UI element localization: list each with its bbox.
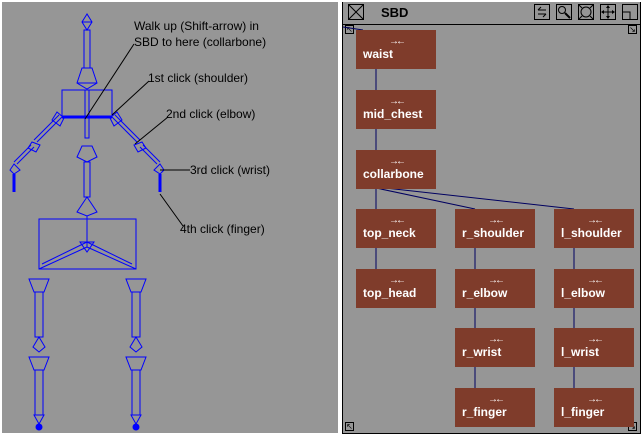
node-l-finger[interactable]: →←l_finger (554, 388, 634, 427)
node-label: r_elbow (462, 286, 508, 300)
leader-line-shoulder (111, 80, 150, 116)
arrows-icon: →← (488, 394, 505, 405)
arrows-icon: →← (488, 275, 505, 286)
arrows-icon: →← (389, 96, 406, 107)
resize-corner-tl[interactable]: ↖ (345, 25, 354, 34)
frame-button[interactable] (578, 4, 594, 20)
arrows-icon: →← (389, 215, 406, 226)
node-l-elbow[interactable]: →←l_elbow (554, 269, 634, 308)
arrows-icon: →← (488, 334, 505, 345)
node-label: l_elbow (561, 286, 606, 300)
maximize-icon (623, 11, 631, 19)
link (375, 187, 476, 210)
node-top-neck[interactable]: →←top_neck (356, 209, 436, 248)
annotation-elbow: 2nd click (elbow) (166, 107, 256, 121)
node-label: r_finger (462, 405, 507, 419)
sbd-titlebar: SBD (343, 2, 640, 25)
swap-icon (537, 6, 547, 18)
node-label: r_wrist (462, 345, 502, 359)
arrows-icon: →← (389, 275, 406, 286)
node-label: l_wrist (561, 345, 600, 359)
node-label: top_neck (363, 226, 416, 240)
link (375, 186, 575, 210)
node-label: r_shoulder (462, 226, 525, 240)
shoulder-joint-right (109, 111, 123, 127)
link (343, 26, 364, 31)
skeleton-wireframe[interactable] (2, 2, 338, 433)
node-label: mid_chest (363, 107, 423, 121)
node-collarbone[interactable]: →←collarbone (356, 150, 436, 189)
pan-icon (601, 5, 615, 19)
node-label: waist (363, 47, 394, 61)
leader-line-elbow (134, 116, 169, 145)
resize-corner-tr[interactable]: ↘ (628, 25, 637, 34)
arrows-icon: →← (587, 394, 604, 405)
chest-box (61, 89, 113, 117)
maximize-button[interactable] (622, 4, 638, 20)
node-l-shoulder[interactable]: →←l_shoulder (554, 209, 634, 248)
swap-button[interactable] (534, 4, 550, 20)
sbd-window: SBD ↖ ↘ ↖ ↘ (342, 2, 641, 434)
3d-viewport[interactable]: Walk up (Shift-arrow) in SBD to here (co… (2, 2, 338, 433)
zoom-icon (558, 6, 571, 19)
node-label: top_head (363, 286, 417, 300)
frame-icon (578, 4, 594, 20)
leader-line-collarbone (84, 43, 135, 120)
arrows-icon: →← (587, 334, 604, 345)
zoom-button[interactable] (556, 4, 572, 20)
annotation-finger: 4th click (finger) (180, 222, 265, 236)
node-mid-chest[interactable]: →←mid_chest (356, 90, 436, 129)
node-label: l_finger (561, 405, 605, 419)
pan-button[interactable] (600, 4, 616, 20)
arrows-icon: →← (389, 36, 406, 47)
arrows-icon: →← (587, 275, 604, 286)
node-label: l_shoulder (561, 226, 622, 240)
node-label: collarbone (363, 167, 424, 181)
node-r-shoulder[interactable]: →←r_shoulder (455, 209, 535, 248)
node-r-elbow[interactable]: →←r_elbow (455, 269, 535, 308)
node-r-finger[interactable]: →←r_finger (455, 388, 535, 427)
node-top-head[interactable]: →←top_head (356, 269, 436, 308)
node-r-wrist[interactable]: →←r_wrist (455, 328, 535, 367)
neck-bone (83, 29, 91, 69)
node-waist[interactable]: →←waist (356, 30, 436, 69)
close-icon (348, 4, 364, 20)
arrows-icon: →← (389, 156, 406, 167)
window-title: SBD (381, 5, 409, 20)
annotation-walk-up: Walk up (Shift-arrow) in (134, 19, 259, 33)
resize-corner-bl[interactable]: ↖ (345, 422, 354, 431)
shoulder-joint-left (51, 111, 65, 127)
annotation-shoulder: 1st click (shoulder) (148, 71, 249, 85)
leader-line-finger (159, 193, 184, 227)
close-button[interactable] (348, 4, 364, 20)
annotation-collarbone: SBD to here (collarbone) (134, 35, 267, 49)
annotation-wrist: 3rd click (wrist) (190, 163, 270, 177)
arrows-icon: →← (587, 215, 604, 226)
neck-joint (76, 67, 98, 90)
arrows-icon: →← (488, 215, 505, 226)
node-l-wrist[interactable]: →←l_wrist (554, 328, 634, 367)
